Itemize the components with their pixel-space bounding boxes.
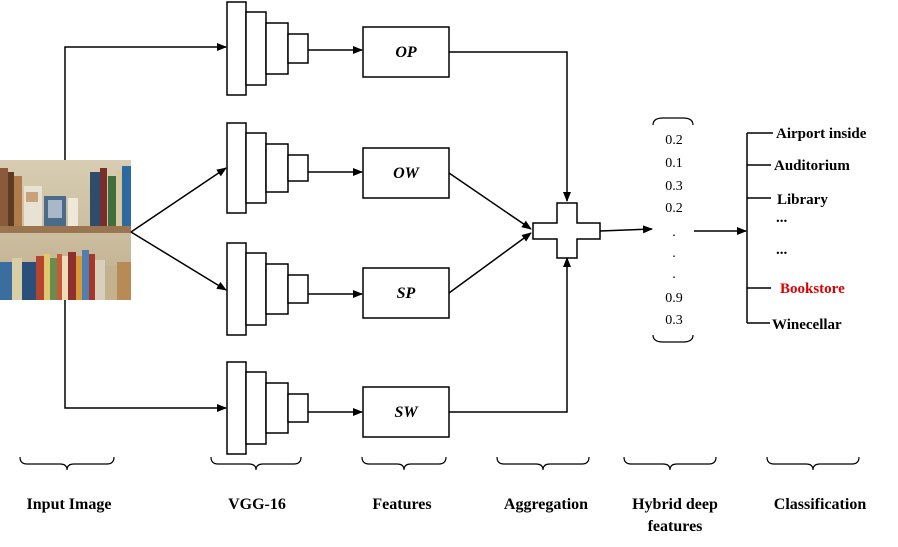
branch-line-sp — [130, 231, 227, 291]
arrow-aggregation-vector — [599, 225, 653, 234]
class-label-bookstore: Bookstore — [780, 281, 845, 297]
brace-classification — [766, 456, 860, 471]
class-label-ellipsis: ... — [776, 242, 788, 258]
brace-features — [361, 456, 447, 471]
classification-tree — [746, 132, 773, 324]
branch-line-sw — [64, 300, 227, 412]
stage-labels: Input Image VGG-16 Features Aggregation … — [27, 496, 867, 535]
aggregation-plus-icon — [532, 202, 601, 259]
vector-value: 0.2 — [665, 133, 683, 148]
feature-label-op: OP — [395, 44, 417, 61]
feature-to-aggregation-arrows — [448, 51, 571, 413]
feature-box-ow: OW — [362, 147, 450, 199]
class-label-airport-inside: Airport inside — [776, 126, 867, 142]
class-label-library: Library — [777, 192, 828, 208]
vgg16-block-ow — [226, 122, 309, 214]
feature-box-sw: SW — [362, 386, 450, 438]
brace-vgg16 — [210, 456, 302, 471]
branch-line-op — [64, 43, 227, 160]
vector-value: 0.9 — [665, 291, 683, 306]
stage-label-hybrid-line2: features — [648, 518, 703, 535]
feature-label-ow: OW — [393, 165, 421, 182]
stage-braces — [19, 456, 860, 471]
stage-label-vgg16: VGG-16 — [228, 496, 286, 513]
class-label-auditorium: Auditorium — [774, 158, 850, 174]
vector-value: 0.2 — [665, 201, 683, 216]
brace-input-image — [19, 456, 115, 471]
feature-vector: 0.2 0.1 0.3 0.2 . . . 0.9 0.3 — [652, 117, 694, 343]
class-label-winecellar: Winecellar — [772, 317, 842, 333]
vector-brace-bottom — [652, 334, 694, 343]
vgg16-block-sw — [226, 361, 309, 455]
vector-value: . — [672, 225, 676, 240]
stage-label-features: Features — [372, 496, 431, 513]
input-image — [0, 160, 131, 300]
brace-hybrid-features — [623, 456, 717, 471]
brace-aggregation — [496, 456, 590, 471]
arrow-op-aggregation — [449, 51, 571, 202]
vgg16-block-op — [226, 1, 309, 96]
vector-value: 0.3 — [665, 313, 683, 328]
input-connectors — [64, 43, 227, 412]
stage-label-input-image: Input Image — [27, 496, 112, 513]
feature-box-op: OP — [362, 26, 450, 78]
arrow-sp-aggregation — [448, 232, 532, 294]
arrow-ow-aggregation — [448, 172, 532, 230]
feature-box-sp: SP — [362, 267, 450, 319]
vector-value: 0.1 — [665, 156, 683, 171]
class-labels: Airport inside Auditorium Library ... ..… — [772, 126, 867, 333]
vector-value: . — [672, 267, 676, 282]
vector-value: . — [672, 246, 676, 261]
arrow-sw-aggregation — [449, 257, 571, 413]
vector-brace-top — [652, 117, 694, 126]
stage-label-aggregation: Aggregation — [504, 496, 588, 513]
branch-line-ow — [130, 167, 227, 233]
feature-label-sp: SP — [397, 285, 416, 302]
vector-value: 0.3 — [665, 179, 683, 194]
vgg-to-feature-arrows — [308, 46, 363, 416]
stage-label-hybrid-line1: Hybrid deep — [632, 496, 718, 513]
vgg16-block-sp — [226, 242, 309, 336]
stage-label-classification: Classification — [774, 496, 867, 513]
class-label-ellipsis: ... — [776, 210, 788, 226]
feature-label-sw: SW — [394, 404, 419, 421]
